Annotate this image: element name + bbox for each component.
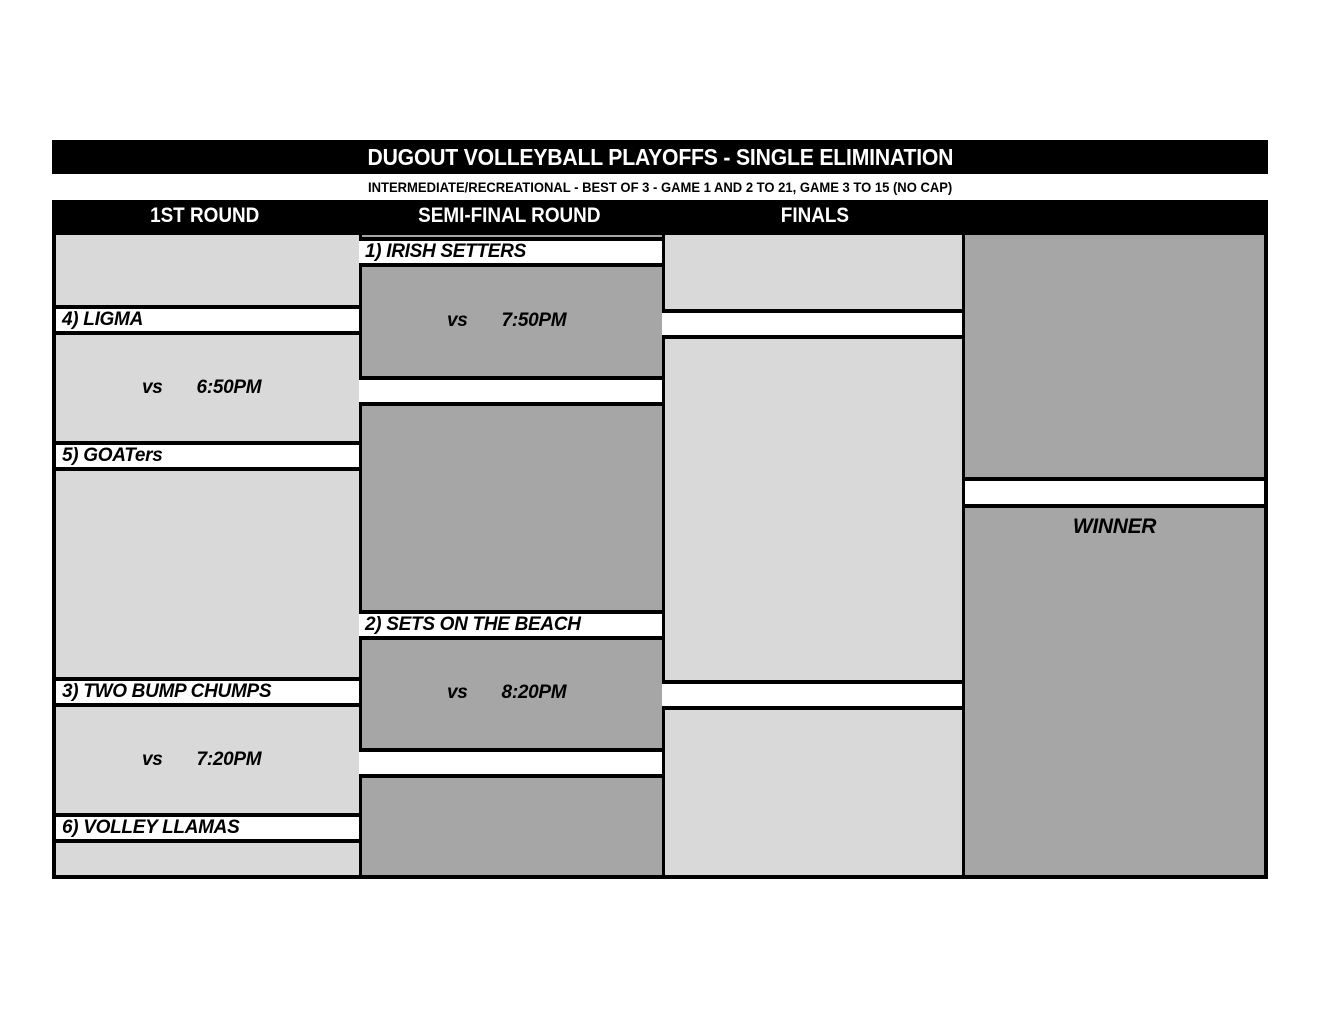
- round-header-row: 1ST ROUND SEMI-FINAL ROUND FINALS: [52, 200, 1268, 231]
- winner-team-slot[interactable]: [965, 477, 1264, 508]
- winner-caption-label: WINNER: [1072, 515, 1157, 538]
- finals-bottom-team[interactable]: [662, 680, 962, 710]
- column-first-round: [56, 235, 359, 875]
- first-round-match-2-bottom-team[interactable]: 6) VOLLEY LLAMAS: [56, 813, 359, 843]
- round-header-finals-label: FINALS: [780, 203, 849, 227]
- winner-caption: WINNER: [965, 513, 1264, 541]
- first-round-match-1-info: vs 6:50PM: [56, 375, 445, 401]
- semifinal-match-2-vs-label: vs: [447, 682, 468, 703]
- first-round-match-2-info: vs 7:20PM: [56, 747, 445, 773]
- column-winner: [965, 235, 1264, 875]
- semifinal-match-1-bottom-team[interactable]: [359, 376, 662, 406]
- finals-top-team[interactable]: [662, 309, 962, 339]
- round-header-semifinal: SEMI-FINAL ROUND: [357, 200, 662, 231]
- bracket-body: 4) LIGMA vs 6:50PM 5) GOATers 3) TWO BUM…: [52, 231, 1268, 879]
- first-round-match-2-bottom-team-label: 6) VOLLEY LLAMAS: [62, 817, 240, 838]
- tournament-title: DUGOUT VOLLEYBALL PLAYOFFS - SINGLE ELIM…: [367, 143, 953, 170]
- first-round-match-2-vs-label: vs: [142, 749, 163, 770]
- semifinal-match-1-vs-label: vs: [447, 310, 468, 331]
- column-divider-3: [962, 235, 965, 875]
- column-divider-2: [662, 235, 665, 875]
- semifinal-match-2-time: 8:20PM: [501, 682, 567, 703]
- first-round-match-1-vs-label: vs: [142, 377, 163, 398]
- semifinal-match-1-time: 7:50PM: [501, 310, 567, 331]
- column-divider-1: [359, 235, 362, 875]
- semifinal-match-2-top-team-label: 2) SETS ON THE BEACH: [365, 614, 581, 635]
- first-round-match-1-bottom-team-label: 5) GOATers: [62, 445, 163, 466]
- semifinal-match-2-top-team[interactable]: 2) SETS ON THE BEACH: [359, 610, 662, 640]
- tournament-title-bar: DUGOUT VOLLEYBALL PLAYOFFS - SINGLE ELIM…: [52, 140, 1268, 174]
- tournament-subtitle-bar: INTERMEDIATE/RECREATIONAL - BEST OF 3 - …: [52, 174, 1268, 200]
- semifinal-match-2-bottom-team[interactable]: [359, 748, 662, 778]
- first-round-match-2-top-team-label: 3) TWO BUMP CHUMPS: [62, 681, 272, 702]
- round-header-first: 1ST ROUND: [52, 200, 357, 231]
- first-round-match-2-time: 7:20PM: [196, 749, 262, 770]
- tournament-subtitle: INTERMEDIATE/RECREATIONAL - BEST OF 3 - …: [367, 179, 953, 195]
- semifinal-match-1-info: vs 7:50PM: [359, 308, 750, 334]
- first-round-match-2-top-team[interactable]: 3) TWO BUMP CHUMPS: [56, 677, 359, 707]
- semifinal-match-1-top-team[interactable]: 1) IRISH SETTERS: [359, 237, 662, 267]
- semifinal-match-2-info: vs 8:20PM: [359, 680, 750, 706]
- column-finals: [662, 235, 965, 875]
- round-header-first-label: 1ST ROUND: [149, 203, 260, 227]
- first-round-match-1-time: 6:50PM: [196, 377, 262, 398]
- round-header-semifinal-label: SEMI-FINAL ROUND: [418, 203, 601, 227]
- round-header-finals: FINALS: [662, 200, 967, 231]
- first-round-match-1-bottom-team[interactable]: 5) GOATers: [56, 441, 359, 471]
- first-round-match-1-top-team-label: 4) LIGMA: [62, 309, 143, 330]
- semifinal-match-1-top-team-label: 1) IRISH SETTERS: [365, 241, 526, 262]
- first-round-match-1-top-team[interactable]: 4) LIGMA: [56, 305, 359, 335]
